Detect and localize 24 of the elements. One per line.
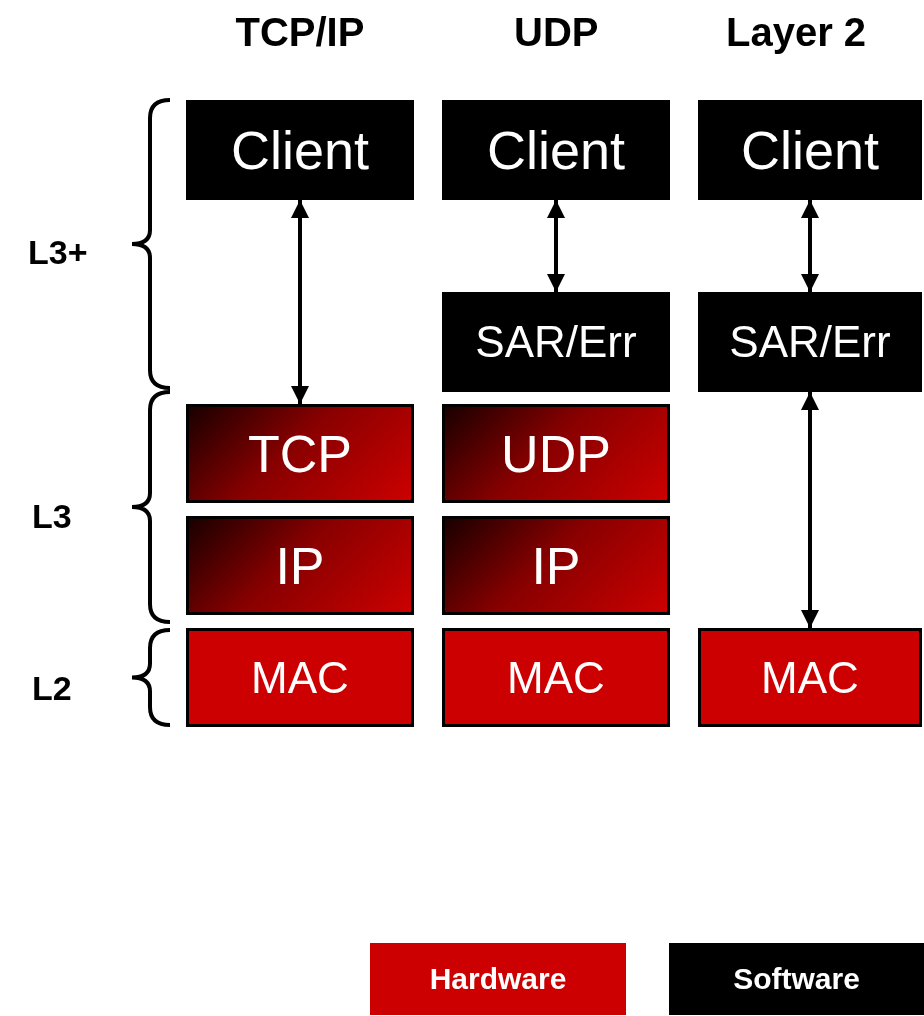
software-block: Client (698, 100, 922, 200)
column-heading: TCP/IP (235, 9, 365, 55)
hardware-block: IP (442, 516, 670, 615)
column-heading: Layer 2 (726, 9, 867, 55)
hardware-block: IP (186, 516, 414, 615)
software-block: Client (186, 100, 414, 200)
double-arrow (801, 200, 819, 292)
software-block: SAR/Err (442, 292, 670, 392)
hardware-block: MAC (186, 628, 414, 727)
hardware-block: MAC (698, 628, 922, 727)
layer-label: L2 (32, 668, 72, 708)
layer-label: L3+ (28, 232, 88, 272)
hardware-block: TCP (186, 404, 414, 503)
hardware-block: MAC (442, 628, 670, 727)
software-block: Client (442, 100, 670, 200)
double-arrow (291, 200, 309, 404)
legend-key: Software (669, 943, 924, 1015)
double-arrow (547, 200, 565, 292)
double-arrow (801, 392, 819, 628)
legend-key: Hardware (370, 943, 626, 1015)
hardware-block: UDP (442, 404, 670, 503)
column-heading: UDP (514, 9, 599, 55)
software-block: SAR/Err (698, 292, 922, 392)
layer-label: L3 (32, 496, 72, 536)
